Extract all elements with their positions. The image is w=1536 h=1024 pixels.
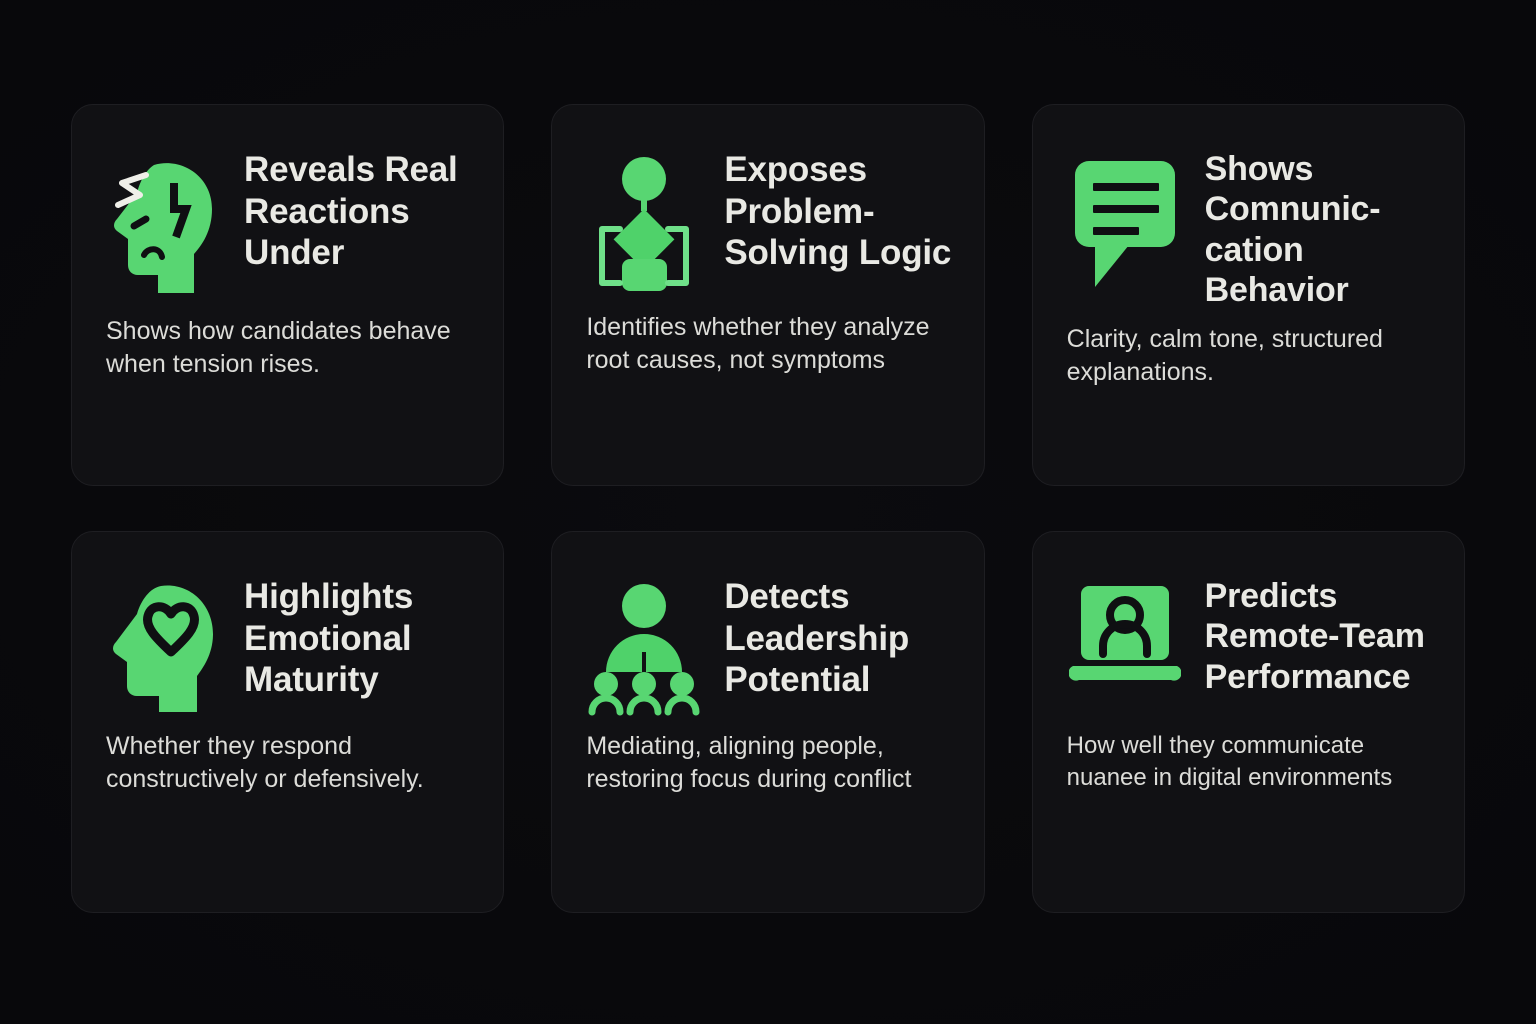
card-header: Exposes Problem-Solving Logic [586, 149, 957, 299]
card-description: Whether they respond constructively or d… [106, 732, 424, 794]
card-title: Reveals Real Reactions Under [244, 150, 458, 273]
speech-bubble-icon [1067, 149, 1183, 299]
feature-card-highlights-emotional-maturity[interactable]: Highlights Emotional Maturity Whether th… [71, 531, 505, 913]
card-title: Predicts Remote-Team Performance [1204, 577, 1425, 696]
card-title: Exposes Problem-Solving Logic [724, 150, 952, 273]
flowchart-icon [586, 149, 702, 299]
feature-card-predicts-remote-team-performance[interactable]: Predicts Remote-Team Performance How wel… [1031, 531, 1465, 913]
card-header: Highlights Emotional Maturity [106, 576, 477, 716]
head-heart-icon [106, 576, 222, 716]
card-header: Reveals Real Reactions Under [106, 149, 477, 299]
card-header: Predicts Remote-Team Performance [1067, 576, 1438, 716]
card-header: Shows Comnunic-cation Behavior [1067, 149, 1438, 311]
leader-with-team-icon [586, 576, 702, 716]
feature-card-exposes-problem-solving-logic[interactable]: Exposes Problem-Solving Logic Identifies… [551, 104, 985, 486]
stressed-head-lightning-icon [106, 149, 222, 299]
feature-card-detects-leadership-potential[interactable]: Detects Leadership Potential Mediating, … [551, 531, 985, 913]
card-description: Clarity, calm tone, structured explanati… [1066, 324, 1383, 387]
feature-card-reveals-real-reactions[interactable]: Reveals Real Reactions Under Shows how c… [71, 104, 505, 486]
card-title: Shows Comnunic-cation Behavior [1204, 150, 1381, 310]
card-description: How well they communicate nuanee in digi… [1066, 732, 1393, 791]
card-description: Mediating, aligning people, restoring fo… [586, 732, 912, 794]
card-header: Detects Leadership Potential [586, 576, 957, 716]
card-description: Identifies whether they analyze root cau… [586, 313, 930, 375]
card-title: Detects Leadership Potential [724, 577, 910, 700]
laptop-person-icon [1067, 576, 1183, 716]
feature-card-shows-communication-behavior[interactable]: Shows Comnunic-cation Behavior Clarity, … [1031, 104, 1465, 486]
card-description: Shows how candidates behave when tension… [106, 317, 451, 379]
card-title: Highlights Emotional Maturity [244, 577, 414, 700]
feature-card-grid: Reveals Real Reactions Under Shows how c… [71, 104, 1465, 913]
